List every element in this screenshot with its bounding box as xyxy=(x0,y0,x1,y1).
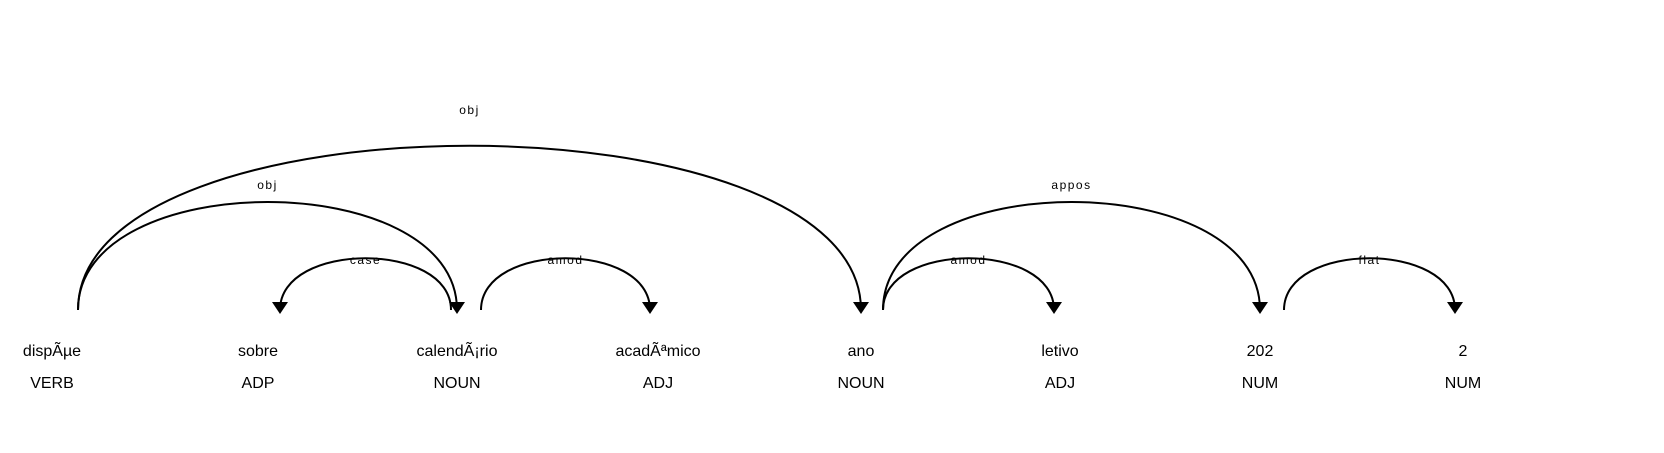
arrowhead-icon xyxy=(1046,302,1062,314)
dependency-arc: obj xyxy=(77,103,869,314)
token-pos-tag: NUM xyxy=(1445,375,1481,392)
arrowhead-icon xyxy=(449,302,465,314)
arc-curve xyxy=(882,257,1055,311)
token-pos-tag: ADJ xyxy=(643,375,673,392)
arrowhead-icon xyxy=(1252,302,1268,314)
dependency-arc: amod xyxy=(480,253,658,314)
token-word: 202 xyxy=(1247,343,1274,360)
arc-label: amod xyxy=(547,253,583,267)
arc-curve xyxy=(279,257,452,311)
arc-curve xyxy=(480,257,651,311)
arc-label: amod xyxy=(950,253,986,267)
arrowhead-icon xyxy=(642,302,658,314)
token-word: calendÃ¡rio xyxy=(417,340,498,360)
arc-label: case xyxy=(350,253,381,267)
dependency-arcs: obj obj case amod appos amod flat xyxy=(77,103,1463,314)
arc-label: obj xyxy=(459,103,480,117)
arrowhead-icon xyxy=(272,302,288,314)
token-pos-tag: ADP xyxy=(242,375,275,392)
token-word: ano xyxy=(848,343,875,360)
token-pos-tag: NUM xyxy=(1242,375,1278,392)
arc-curve xyxy=(77,144,862,311)
arc-curve xyxy=(882,201,1261,311)
dependency-arc: obj xyxy=(77,178,465,314)
token-pos-tag: NOUN xyxy=(837,375,884,392)
arrowhead-icon xyxy=(853,302,869,314)
arrowhead-icon xyxy=(1447,302,1463,314)
arc-curve xyxy=(1283,257,1456,311)
token-word: dispÃµe xyxy=(23,340,81,360)
arc-label: flat xyxy=(1358,253,1380,267)
token-pos-tag: ADJ xyxy=(1045,375,1075,392)
token-pos-tag: VERB xyxy=(30,375,74,392)
dependency-arc: appos xyxy=(882,178,1268,314)
token-word: acadÃªmico xyxy=(615,340,700,360)
dependency-arc: amod xyxy=(882,253,1062,314)
dependency-arc: case xyxy=(272,253,452,314)
arc-curve xyxy=(77,201,458,311)
dependency-arc: flat xyxy=(1283,253,1463,314)
arc-label: obj xyxy=(257,178,278,192)
arc-label: appos xyxy=(1051,178,1091,192)
token-word: sobre xyxy=(238,343,278,360)
token-word: 2 xyxy=(1459,343,1468,360)
token-word: letivo xyxy=(1041,343,1078,360)
token-pos-tag: NOUN xyxy=(433,375,480,392)
